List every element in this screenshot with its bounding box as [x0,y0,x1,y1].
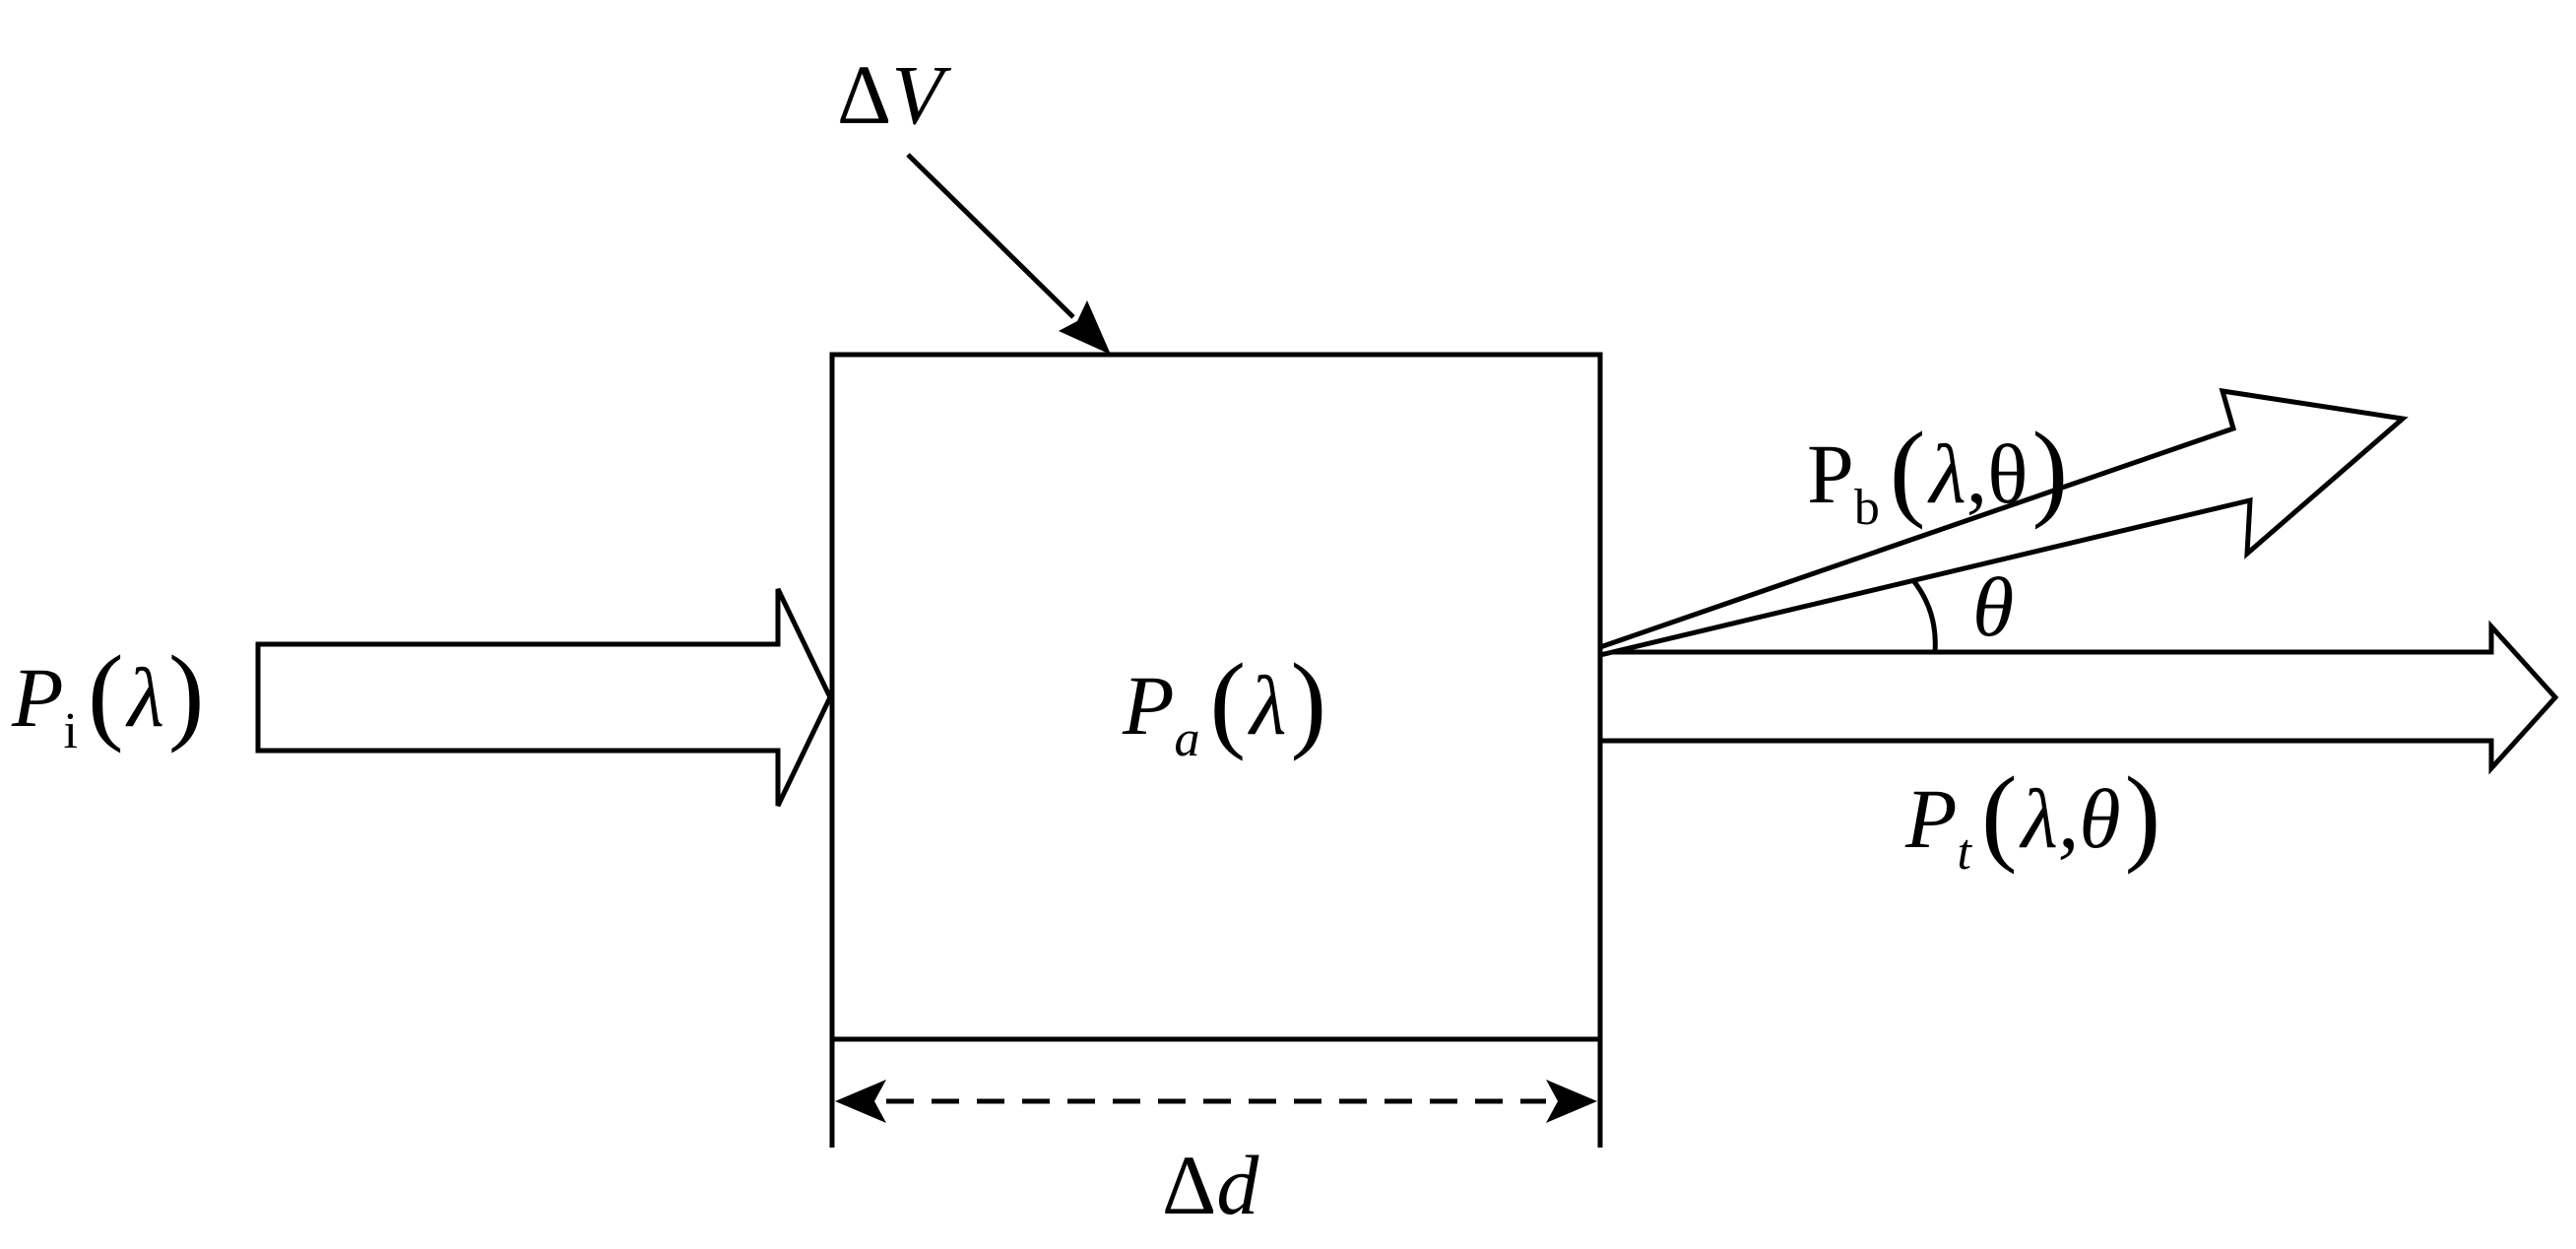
p-t-main: P [1904,771,1958,866]
theta-angle-arc [1910,577,1938,653]
p-a-close-paren: ) [1290,641,1326,761]
delta-v-delta: Δ [837,47,891,142]
p-t-sep: , [2058,771,2080,866]
dimension-arrowhead-right [1546,1080,1597,1123]
incident-arrow [255,587,833,808]
p-i-close-paren: ) [168,633,205,754]
delta-d-label: Δd [1162,1138,1259,1232]
p-b-close-paren: ) [2031,410,2068,530]
p-b-sub: b [1854,480,1880,536]
p-a-sub: a [1175,711,1200,767]
delta-v-label: ΔV [837,47,951,142]
p-b-arg1: λ [1926,427,1965,521]
p-t-sub: t [1958,824,1973,881]
p-a-open-paren: ( [1210,641,1247,761]
p-i-sub: i [64,703,78,759]
p-i-arg: λ [125,650,164,745]
scattered-arrow [1597,387,2409,659]
p-t-label: Pt(λ,θ) [1904,755,2160,881]
p-b-main: P [1807,427,1854,521]
p-t-arg2: θ [2079,771,2120,866]
p-a-arg: λ [1247,658,1286,753]
p-b-sep: , [1966,427,1988,521]
theta-label: θ [1972,559,2014,654]
p-t-close-paren: ) [2125,755,2161,875]
delta-d-var: d [1216,1138,1259,1232]
p-i-main: P [11,650,64,745]
p-t-arg1: λ [2019,771,2058,866]
p-b-open-paren: ( [1890,410,1926,530]
delta-d-delta: Δ [1162,1138,1216,1232]
p-b-arg2: θ [1987,427,2028,521]
p-b-label: Pb(λ,θ) [1807,410,2068,536]
p-t-open-paren: ( [1981,755,2018,875]
p-a-label: Pa(λ) [1122,641,1326,767]
p-i-open-paren: ( [88,633,124,754]
delta-v-arrowhead [1059,300,1111,355]
dimension-arrowhead-left [835,1080,886,1123]
p-a-main: P [1122,658,1175,753]
p-i-label: Pi(λ) [11,633,205,759]
transmitted-arrow [1597,620,2559,775]
delta-v-var: V [891,47,951,142]
delta-v-pointer-line [906,153,1075,319]
